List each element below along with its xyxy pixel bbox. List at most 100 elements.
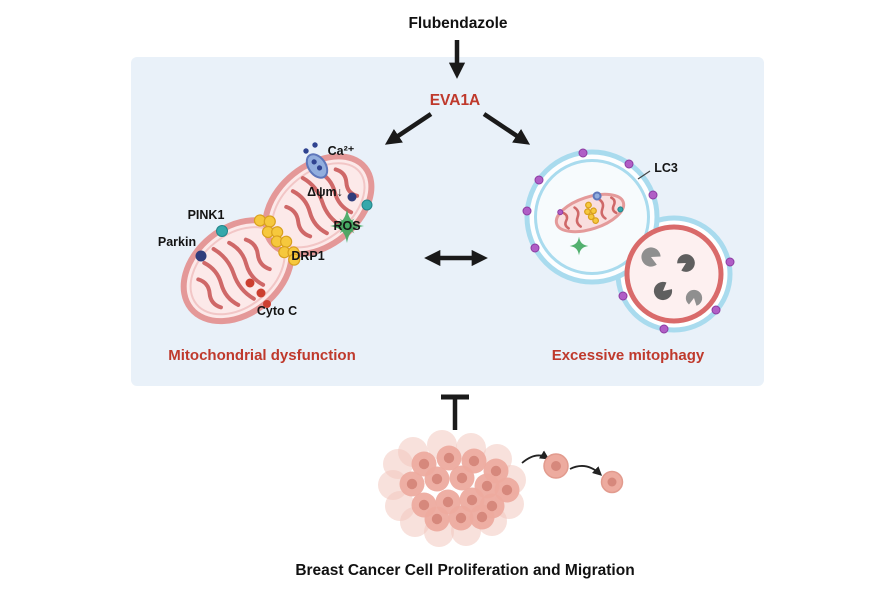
calcium-ion [312,142,318,148]
cell-nucleus [481,480,493,492]
inhibition-bar-icon [441,394,469,430]
pink1-dot [216,225,228,237]
enzyme-icon [641,247,661,267]
drp1-bead [253,214,267,227]
cell-nucleus [431,473,443,485]
drp1-bead [590,207,597,215]
membrane-dot [648,190,658,200]
enzyme-icon [653,281,673,301]
membrane-dot [618,291,628,301]
cell-nucleus [476,511,488,523]
cytoc-label: Cyto C [257,304,297,318]
migration-arrow-1 [521,450,550,464]
crista [243,237,272,272]
pathway-panel [131,57,764,386]
membrane-dot [659,324,669,334]
drp1-bead [288,253,301,266]
drp1-bead [261,225,275,239]
mitophagy-caption: Excessive mitophagy [552,347,705,364]
drp1-bead [280,235,293,248]
cell-nucleus [443,452,455,464]
cell-nucleus [551,461,561,471]
membrane-dot [617,206,624,213]
proliferation-caption: Breast Cancer Cell Proliferation and Mig… [295,562,634,579]
drp1-bead [592,217,600,225]
drp1-ring-icon [253,214,301,266]
crista [573,206,582,228]
parkin-label: Parkin [158,235,196,249]
cell-nucleus [501,484,513,496]
drp1-bead [587,213,595,221]
crista [211,247,256,301]
membrane-dot [522,206,532,216]
membrane-dot [578,148,588,158]
cell-nucleus [431,513,443,525]
mitochondrion-illustration: Ca²⁺ Δψm↓ ROS PINK1 Parkin DRP1 Cyto C [158,142,375,325]
parkin-dot [195,250,207,262]
crista [610,196,618,215]
migration-arrow-2 [569,465,603,476]
lc3-label: LC3 [654,161,678,175]
cytoc-dot [256,288,266,298]
membrane-dot [530,243,540,253]
drp1-bead [270,235,284,248]
eva1a-node: EVA1A [430,92,481,109]
crista [284,204,313,239]
drug-title: Flubendazole [408,15,507,32]
crista [196,277,223,310]
cytoc-dot [263,300,271,308]
drp1-bead [263,215,276,228]
calcium-ion [311,159,317,165]
ros-star-icon [569,236,589,256]
membrane-dot [534,175,544,185]
crista [562,211,570,230]
membrane-dot-teal [361,199,373,211]
cell-nucleus [418,499,430,511]
arrow-eva1a-to-mitophagy [482,112,531,145]
drp1-label: DRP1 [291,249,324,263]
crista [227,240,266,287]
ros-label: ROS [333,219,360,233]
lc3-pointer-line [637,170,651,180]
cell-nucleus [466,494,478,506]
cell-nucleus [442,496,454,508]
enzyme-icon [685,289,703,306]
cytochrome-c-dots [245,278,271,308]
cell-nucleus [490,465,502,477]
engulfed-mitochondrion [554,191,626,234]
cell-nucleus [607,477,617,487]
mmp-label: Δψm↓ [307,185,343,199]
lysosome-membrane [624,224,724,324]
ca-label: Ca²⁺ [328,144,355,158]
cell-nucleus [468,455,480,467]
dysfunction-caption: Mitochondrial dysfunction [168,347,356,364]
membrane-dot [711,305,721,315]
drp1-bead [271,226,284,239]
cell-nucleus [486,500,498,512]
crista [202,260,241,307]
membrane-dot [725,257,735,267]
cell-nucleus [418,458,430,470]
calcium-channel-icon [592,191,602,201]
crista [598,198,607,220]
calcium-channel-icon [305,153,329,179]
drp1-bead [585,201,592,209]
cytoc-dot [245,278,255,288]
membrane-proteins [522,148,735,334]
pink1-label: PINK1 [188,208,225,222]
cell-nucleus [456,472,468,484]
calcium-ion [316,165,323,171]
ros-star-icon [330,209,364,243]
membrane-dot-navy [347,192,357,202]
membrane-dot [557,209,564,216]
halo-cell [383,449,413,479]
cell-nucleus [455,512,467,524]
autophagosome-illustration: LC3 [522,148,735,334]
calcium-ion [303,148,309,154]
arrow-eva1a-to-dysfunction [384,112,433,145]
crista [290,189,329,236]
cluster-nuclei [406,452,513,525]
crista [300,176,344,229]
